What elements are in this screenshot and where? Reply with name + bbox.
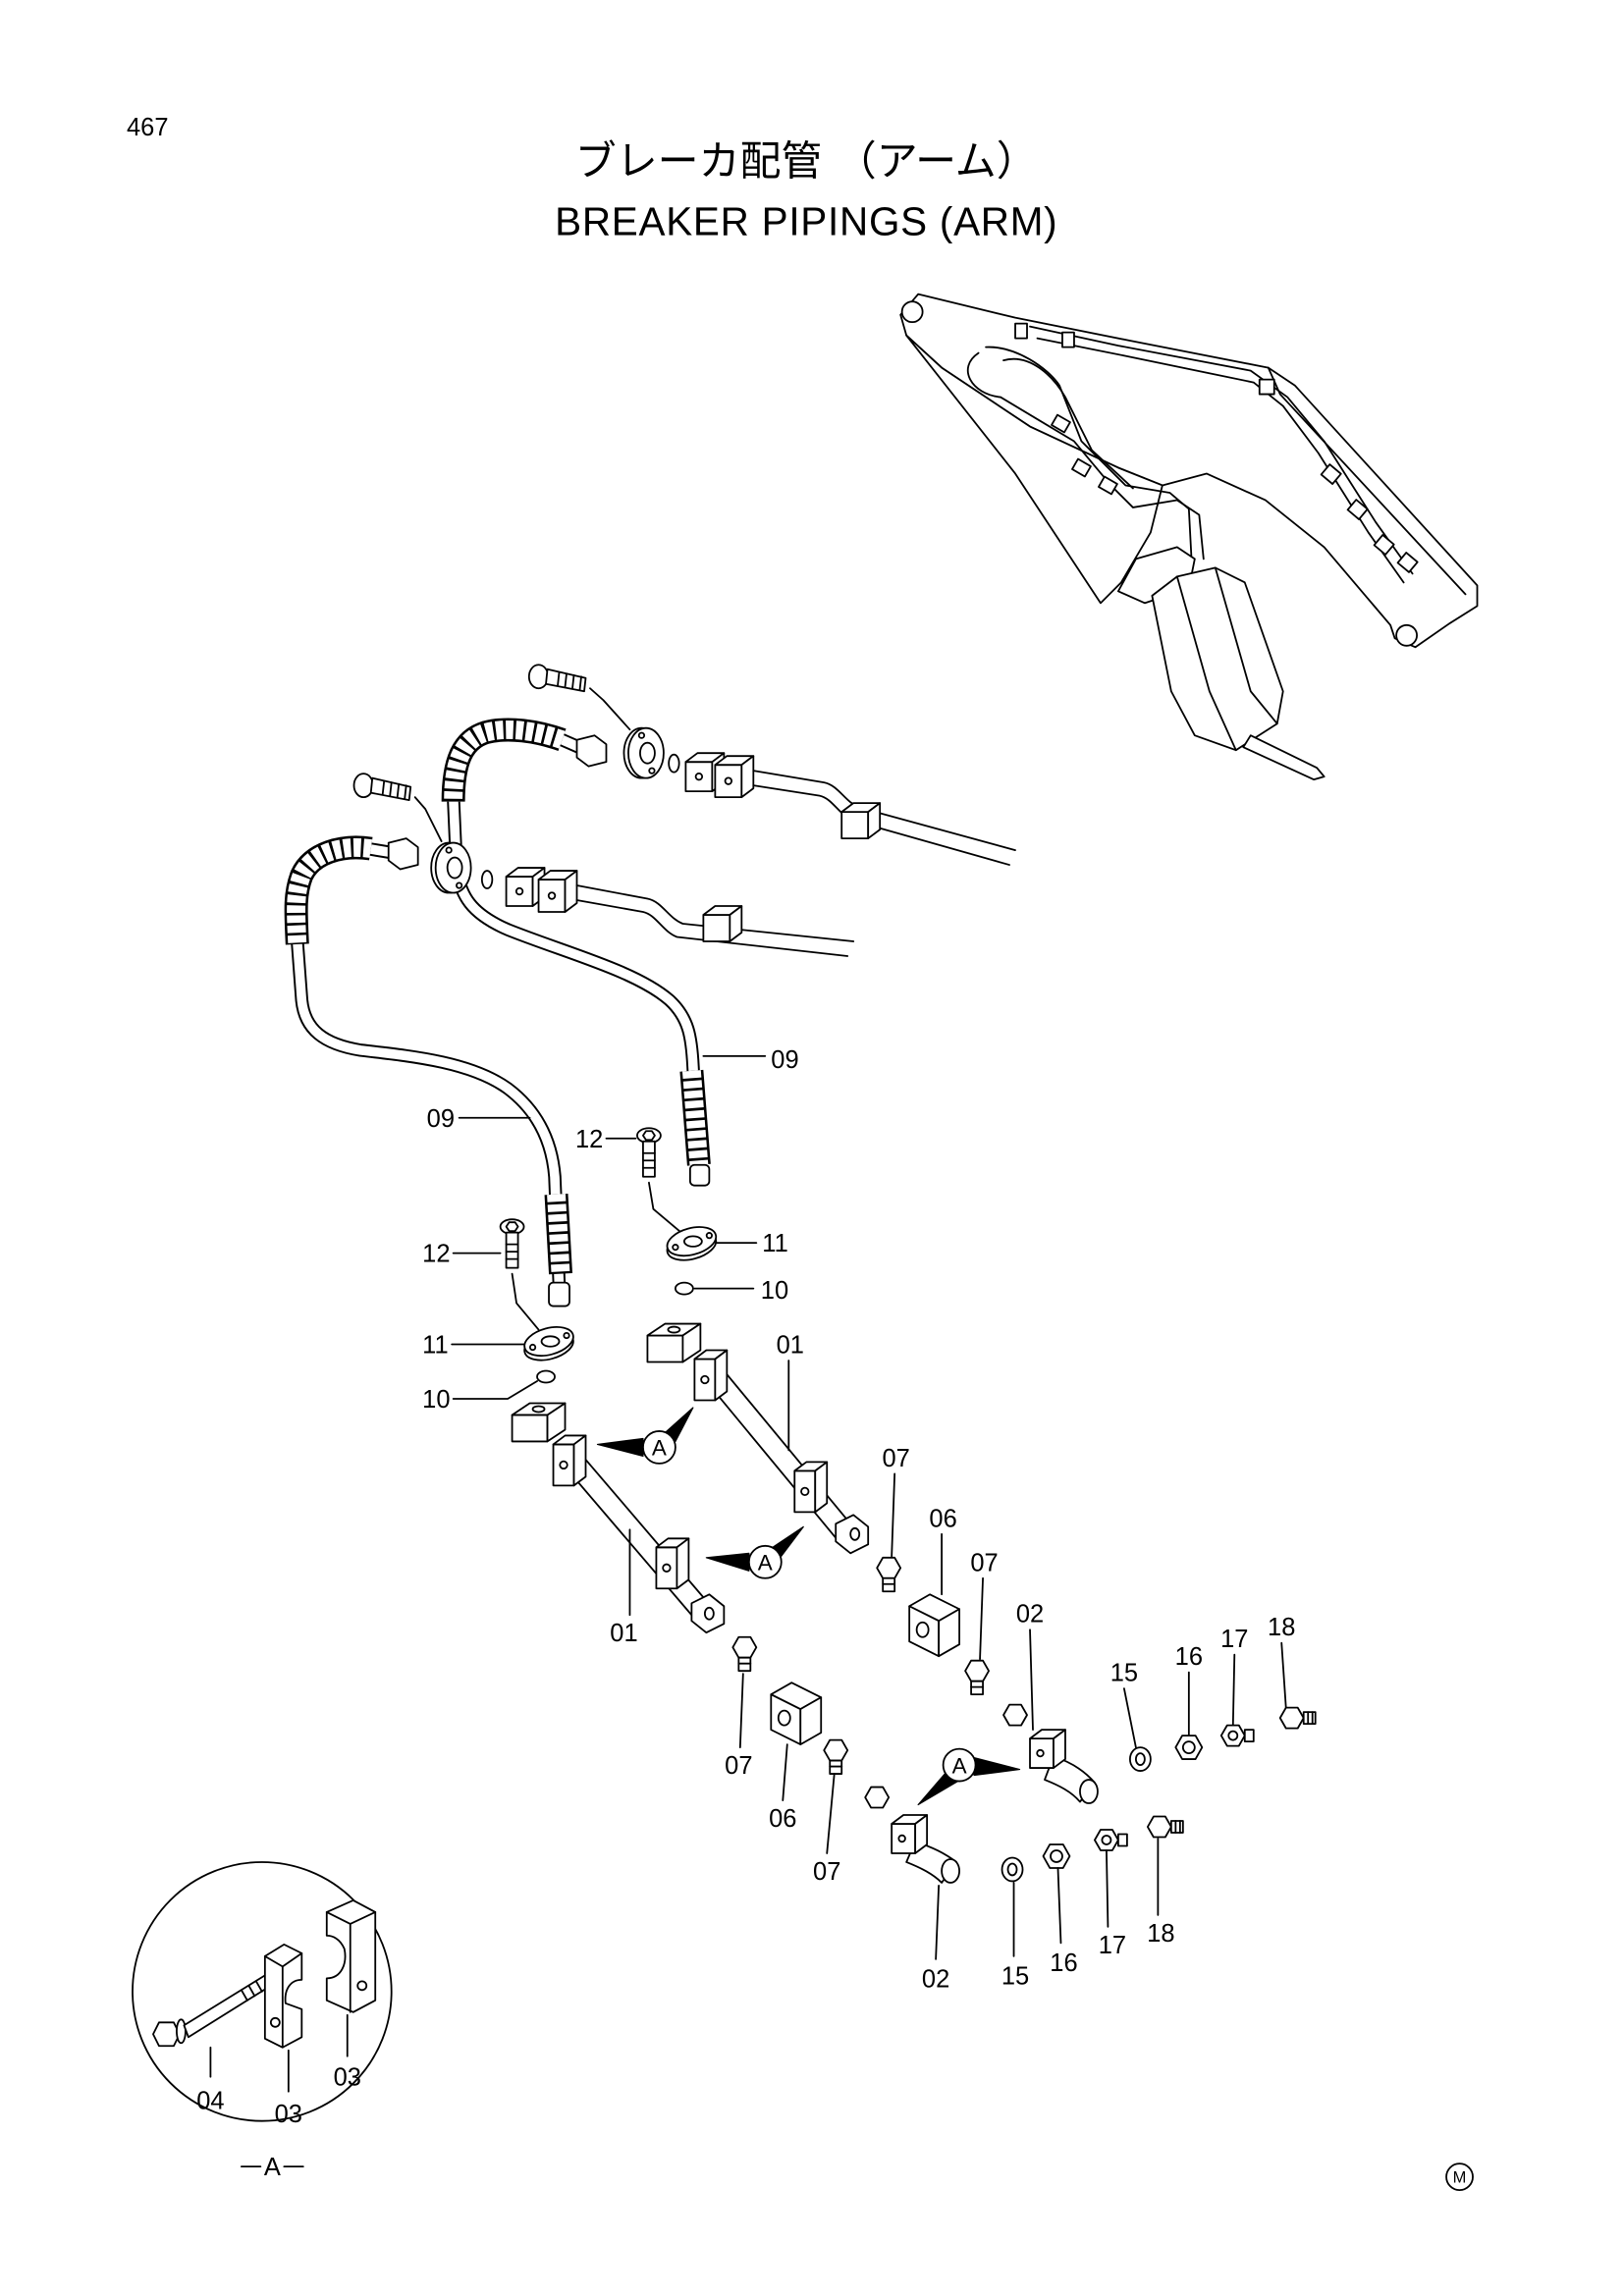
ring-15-right <box>1129 1746 1152 1772</box>
callout-17-right: 17 <box>1220 1626 1248 1653</box>
callout-03-detail-front: 03 <box>275 2101 302 2128</box>
adapter-06-left <box>770 1682 823 1745</box>
flange-top-lower <box>430 841 472 894</box>
maker-mark-circled: M <box>1445 2163 1474 2192</box>
callout-02-right: 02 <box>1016 1601 1044 1629</box>
callout-12-bolt-upper: 12 <box>575 1126 603 1153</box>
pipe-top-lower <box>575 884 855 957</box>
bolt-top-lower <box>352 773 443 842</box>
callout-15-left: 15 <box>1001 1962 1029 1990</box>
callout-11-flange-lower: 11 <box>422 1332 448 1360</box>
view-marker-a-3: A <box>917 1747 1021 1806</box>
callout-03-detail-back: 03 <box>334 2064 361 2092</box>
fitting-17-right <box>1219 1724 1255 1747</box>
nipple-07-left-1 <box>731 1635 758 1673</box>
ring-15-left <box>1001 1856 1024 1883</box>
callout-15-right: 15 <box>1110 1660 1138 1687</box>
callout-07-left-1: 07 <box>725 1752 752 1780</box>
callout-16-left: 16 <box>1050 1949 1077 1977</box>
nipple-07-left-2 <box>823 1738 849 1775</box>
callout-18-left: 18 <box>1147 1920 1174 1948</box>
flange-11-lower <box>523 1326 574 1362</box>
pipe-01-right-assembly <box>646 1322 870 1555</box>
view-marker-label: A <box>652 1436 667 1461</box>
view-marker-a-1: A <box>596 1407 694 1465</box>
nipple-07-right-2 <box>964 1659 990 1696</box>
callout-12-bolt-lower: 12 <box>422 1241 450 1268</box>
callout-16-right: 16 <box>1175 1643 1203 1671</box>
callout-04-detail: 04 <box>196 2088 224 2115</box>
bolt-12-upper <box>636 1127 682 1234</box>
flange-top-upper <box>622 726 665 779</box>
adapter-06-right <box>908 1593 960 1658</box>
callout-18-right: 18 <box>1268 1614 1295 1641</box>
callout-10-o-ring-upper: 10 <box>761 1277 788 1305</box>
callout-07-left-2: 07 <box>813 1858 840 1886</box>
elbow-02-left <box>864 1786 960 1884</box>
callout-02-left: 02 <box>922 1965 949 1993</box>
detail-view-label: A <box>264 2154 281 2181</box>
nut-16-right <box>1174 1735 1204 1760</box>
detail-view-a: 04 03 03 A <box>132 1861 393 2181</box>
view-marker-label: A <box>952 1753 967 1778</box>
page-title-japanese: ブレーカ配管 （アーム） <box>575 136 1038 185</box>
nipple-07-right-1 <box>876 1556 902 1593</box>
fitting-17-left <box>1094 1829 1128 1851</box>
callout-06-left: 06 <box>769 1805 796 1833</box>
callout-17-left: 17 <box>1099 1932 1126 1959</box>
callout-09-hose-upper: 09 <box>771 1046 798 1074</box>
o-ring-top-upper <box>668 753 680 774</box>
page-number: 467 <box>127 114 169 141</box>
elbow-02-right <box>1002 1703 1099 1804</box>
o-ring-10-lower <box>536 1369 556 1384</box>
nut-16-left <box>1042 1843 1071 1869</box>
bracket-top-lower <box>505 867 578 913</box>
view-marker-a-2: A <box>705 1525 804 1579</box>
clamp-03-front-detail <box>263 1943 303 2049</box>
clamp-03-back-detail <box>325 1899 377 2013</box>
arm-overview-illustration <box>899 293 1479 781</box>
callout-01-pipe-left: 01 <box>610 1620 637 1647</box>
callout-07-right-1: 07 <box>882 1445 909 1472</box>
callout-06-right: 06 <box>929 1505 956 1532</box>
bracket-top-upper <box>684 752 755 799</box>
bolt-12-lower <box>499 1218 540 1331</box>
o-ring-top-lower <box>480 870 494 889</box>
callout-10-o-ring-lower: 10 <box>422 1386 450 1414</box>
pipe-top-upper <box>752 770 1016 866</box>
pipe-01-left-assembly <box>511 1402 726 1634</box>
leader-lines <box>451 1054 1287 1960</box>
callout-11-flange-upper: 11 <box>762 1230 787 1257</box>
callout-07-right-2: 07 <box>970 1549 998 1576</box>
maker-mark-letter: M <box>1453 2169 1467 2187</box>
callout-01-pipe-right: 01 <box>777 1332 804 1360</box>
page-title-english: BREAKER PIPINGS (ARM) <box>555 199 1057 244</box>
nipple-18-right <box>1278 1706 1317 1730</box>
flange-11-upper <box>666 1226 718 1261</box>
view-marker-label: A <box>758 1551 773 1575</box>
o-ring-10-upper <box>674 1281 694 1296</box>
bolt-04-detail <box>152 1974 272 2048</box>
nipple-18-left <box>1146 1815 1184 1839</box>
hose-09-upper <box>441 718 711 1187</box>
callout-09-hose-lower: 09 <box>427 1105 455 1133</box>
hose-09-lower <box>284 835 572 1308</box>
bolt-top-upper <box>527 664 631 731</box>
